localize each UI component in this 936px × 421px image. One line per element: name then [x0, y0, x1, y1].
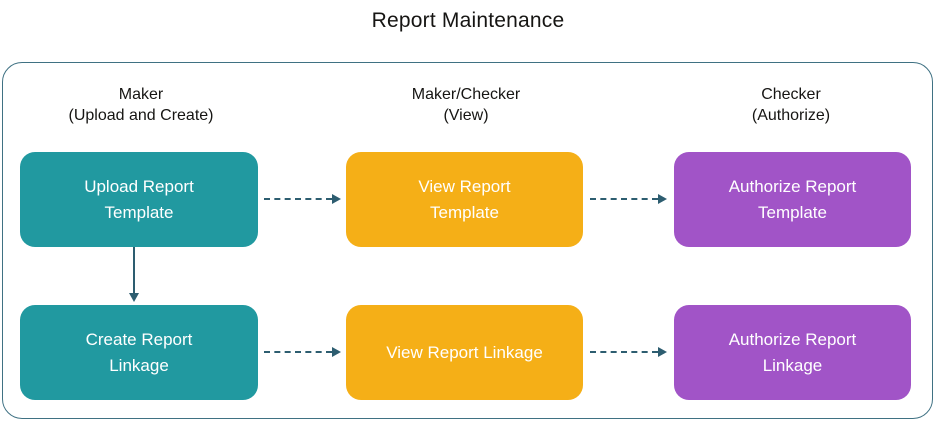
arrow-create-to-view-linkage: [264, 347, 341, 357]
arrow-upload-to-view-template: [264, 194, 341, 204]
column-role: Maker: [118, 86, 164, 103]
column-mode: (Authorize): [751, 107, 831, 124]
node-authorize-report-template: Authorize Report Template: [674, 152, 911, 247]
arrow-upload-to-create: [129, 247, 139, 302]
arrow-view-to-authorize-template: [590, 194, 667, 204]
node-view-report-linkage: View Report Linkage: [346, 305, 583, 400]
column-mode: (Upload and Create): [68, 107, 214, 124]
node-view-report-template: View Report Template: [346, 152, 583, 247]
column-header-checker: Checker (Authorize): [651, 84, 931, 126]
page-title: Report Maintenance: [371, 9, 565, 32]
column-role: Maker/Checker: [411, 86, 521, 103]
arrow-view-to-authorize-linkage: [590, 347, 667, 357]
node-authorize-report-linkage: Authorize Report Linkage: [674, 305, 911, 400]
node-upload-report-template: Upload Report Template: [20, 152, 258, 247]
column-header-maker: Maker (Upload and Create): [1, 84, 281, 126]
node-create-report-linkage: Create Report Linkage: [20, 305, 258, 400]
column-header-maker-checker: Maker/Checker (View): [326, 84, 606, 126]
column-mode: (View): [443, 107, 489, 124]
column-role: Checker: [761, 86, 821, 103]
